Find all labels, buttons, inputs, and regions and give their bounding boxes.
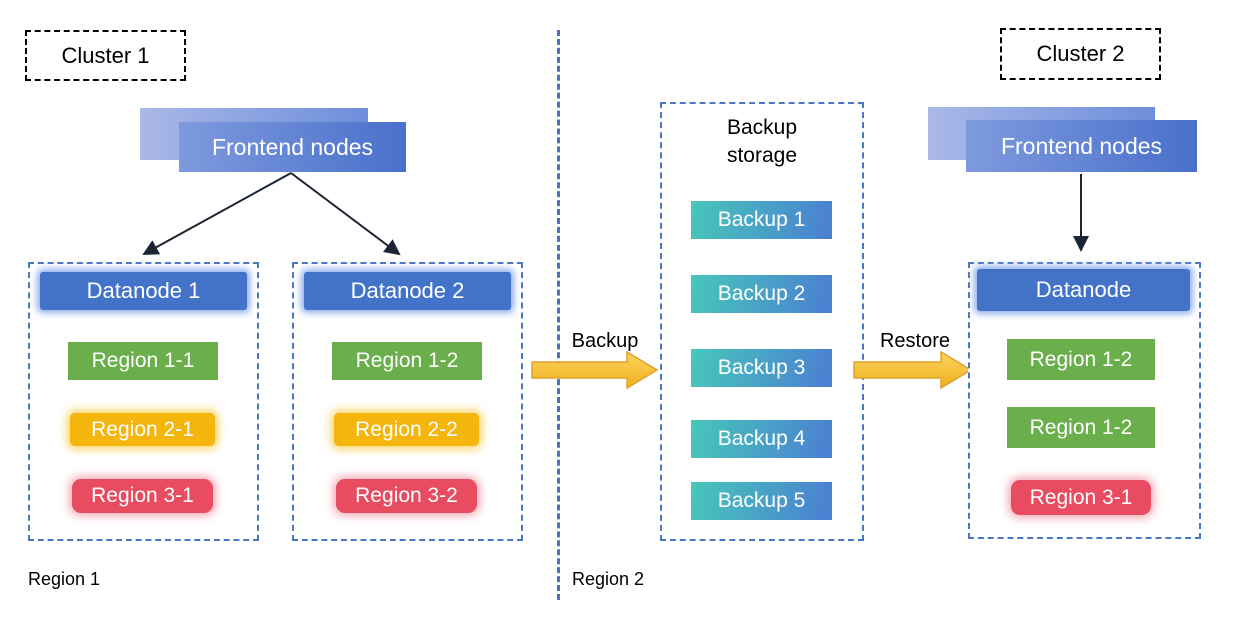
- backup-storage-title: Backup storage: [726, 116, 798, 168]
- region1-footnote: Region 1: [28, 569, 101, 589]
- backup-item: Backup 2: [691, 275, 832, 313]
- region-box: Region 3-1: [1011, 480, 1151, 515]
- region-box: Region 2-1: [70, 413, 215, 446]
- datanode1-header: Datanode 1: [40, 272, 247, 310]
- backup-item: Backup 3: [691, 349, 832, 387]
- frontend-to-datanodes-arrows: [142, 172, 401, 256]
- region-box: Region 3-2: [336, 479, 477, 513]
- restore-arrow-icon: [853, 350, 973, 390]
- datanode2-box: Datanode 2 Region 1-2 Region 2-2 Region …: [292, 262, 523, 541]
- region-box: Region 1-1: [68, 342, 218, 380]
- region-box: Region 3-1: [72, 479, 213, 513]
- region-box: Region 1-2: [1007, 339, 1155, 380]
- backup-arrow-label: Backup: [571, 330, 639, 352]
- region-box: Region 2-2: [334, 413, 479, 446]
- region2-footnote: Region 2: [572, 569, 645, 589]
- backup-arrow-icon: [531, 350, 659, 390]
- frontend-to-datanode-arrow: [1073, 174, 1089, 252]
- cluster1-frontend-box: Frontend nodes: [179, 122, 406, 172]
- cluster2-datanode-box: Datanode Region 1-2 Region 1-2 Region 3-…: [968, 262, 1201, 539]
- backup-storage-box: Backup storage Backup 1 Backup 2 Backup …: [660, 102, 864, 541]
- backup-item: Backup 5: [691, 482, 832, 520]
- backup-item: Backup 1: [691, 201, 832, 239]
- datanode1-box: Datanode 1 Region 1-1 Region 2-1 Region …: [28, 262, 259, 541]
- cluster2-datanode-header: Datanode: [977, 269, 1190, 311]
- cluster2-label: Cluster 2: [1000, 28, 1161, 80]
- restore-arrow-label: Restore: [879, 330, 951, 352]
- region-box: Region 1-2: [1007, 407, 1155, 448]
- datanode2-header: Datanode 2: [304, 272, 511, 310]
- cluster2-frontend-box: Frontend nodes: [966, 120, 1197, 172]
- region-divider-line: [557, 30, 560, 600]
- cluster1-label: Cluster 1: [25, 30, 186, 81]
- backup-item: Backup 4: [691, 420, 832, 458]
- region-box: Region 1-2: [332, 342, 482, 380]
